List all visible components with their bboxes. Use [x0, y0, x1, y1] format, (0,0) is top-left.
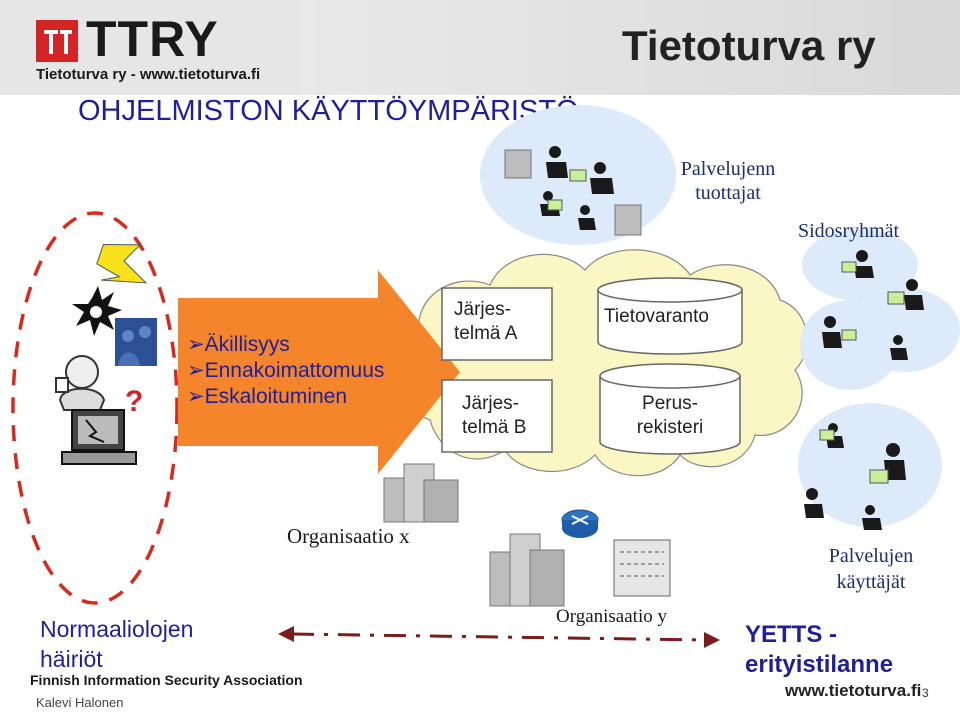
- org-x-label: Organisaatio x: [287, 524, 410, 548]
- stakeholders-label: Sidosryhmät: [798, 220, 900, 242]
- yetts-label: YETTS -erityistilanne: [745, 621, 894, 678]
- slide-title: OHJELMISTON KÄYTTÖYMPÄRISTÖ: [78, 95, 579, 127]
- system-a-box: [441, 287, 553, 361]
- question-mark: ?: [125, 385, 144, 418]
- db-tietovaranto-label: Tietovaranto: [604, 306, 709, 327]
- org-y-label: Organisaatio y: [556, 606, 667, 627]
- user-figures: [540, 146, 924, 530]
- orange-arrow: [178, 270, 460, 474]
- footer-url: www.tietoturva.fi: [785, 681, 922, 700]
- building-icon-org-x: [383, 463, 459, 523]
- database-perusrekisteri: [599, 363, 741, 455]
- org-title: Tietoturva ry: [622, 22, 876, 69]
- logo-subtitle: Tietoturva ry - www.tietoturva.fi: [36, 66, 261, 83]
- lightning-icon: [96, 243, 148, 284]
- disturbance-ellipse: [11, 211, 179, 605]
- router-icon: [561, 509, 599, 538]
- dashed-double-arrow: [278, 626, 720, 648]
- system-b-box: [441, 379, 553, 453]
- building-icon-providers: [504, 149, 642, 236]
- page-number: 3: [922, 686, 929, 700]
- stakeholders-bubble-3: [800, 300, 900, 390]
- logo-name: TTRY: [86, 11, 219, 67]
- footer-author: Kalevi Halonen: [36, 695, 124, 710]
- server-icon: [613, 539, 671, 597]
- db-perusrekisteri-label: Perus-rekisteri: [636, 393, 704, 438]
- confused-person-icon: [55, 355, 106, 411]
- bullet-item-2: ➢Ennakoimattomuus: [187, 359, 385, 382]
- ttry-logo-icon: [34, 18, 80, 64]
- database-tietovaranto: [597, 277, 743, 355]
- bullet-item-3: ➢Eskaloituminen: [187, 385, 348, 408]
- broken-computer-icon: [61, 409, 137, 465]
- footer-association: Finnish Information Security Association: [30, 672, 303, 688]
- stakeholders-bubble-1: [802, 229, 918, 301]
- laptop-icons: [547, 169, 905, 484]
- building-icon-org-y: [489, 533, 565, 607]
- bullet-item-1: ➢Äkillisyys: [187, 333, 290, 356]
- header-band-gradient: [300, 0, 960, 95]
- system-a-label: Järjes-telmä A: [454, 299, 518, 344]
- arrow-bullet-list: ➢Äkillisyys ➢Ennakoimattomuus ➢Eskaloitu…: [187, 332, 384, 410]
- system-b-label: Järjes-telmä B: [462, 393, 527, 438]
